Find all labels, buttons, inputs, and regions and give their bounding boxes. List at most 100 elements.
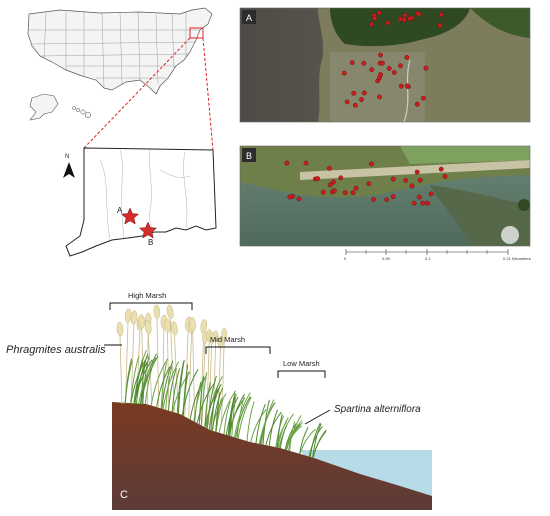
grass-blade bbox=[156, 366, 171, 408]
hawaii bbox=[72, 106, 92, 119]
grass-blade bbox=[227, 394, 236, 436]
sample-point bbox=[376, 10, 382, 16]
grass-blade bbox=[130, 360, 146, 405]
grass-blade bbox=[308, 426, 323, 457]
site-a-label: A bbox=[117, 206, 123, 215]
grass-blade bbox=[268, 409, 278, 446]
sample-point bbox=[386, 66, 392, 71]
sample-point bbox=[385, 20, 391, 26]
grass-blade bbox=[279, 424, 288, 449]
sample-point bbox=[349, 60, 355, 65]
sample-point bbox=[407, 16, 413, 22]
sample-point bbox=[411, 200, 417, 206]
sample-point bbox=[331, 188, 337, 194]
sample-point bbox=[402, 12, 408, 18]
marsh-patch-a bbox=[330, 52, 425, 122]
bracket-low-marsh bbox=[277, 370, 326, 378]
grass-blade bbox=[299, 426, 309, 454]
label-spartina: Spartina alterniflora bbox=[334, 404, 421, 415]
north-arrow: N bbox=[63, 154, 75, 178]
sample-point bbox=[338, 175, 344, 181]
grass-blade bbox=[215, 392, 221, 432]
scale-tick-0: 0 bbox=[344, 256, 347, 261]
grass-blade bbox=[140, 355, 159, 405]
reed-stem bbox=[169, 315, 175, 413]
sample-points-b bbox=[284, 160, 448, 206]
state-borders bbox=[30, 11, 200, 89]
soil-profile bbox=[112, 402, 432, 510]
sample-point bbox=[284, 160, 290, 166]
bracket-high-marsh bbox=[109, 302, 193, 310]
sample-point bbox=[361, 60, 367, 66]
sample-point bbox=[369, 161, 374, 167]
sample-point bbox=[425, 200, 430, 206]
sample-point bbox=[341, 70, 347, 76]
sample-point bbox=[344, 99, 350, 105]
grass-blade bbox=[236, 396, 245, 439]
sample-point bbox=[351, 90, 357, 96]
sample-point bbox=[421, 95, 426, 101]
sample-point bbox=[361, 90, 367, 96]
sample-point bbox=[377, 94, 382, 100]
sample-point bbox=[409, 183, 415, 189]
grass-blade bbox=[258, 401, 276, 444]
site-b-label: B bbox=[148, 238, 153, 247]
reed-plume bbox=[130, 310, 138, 325]
sample-point bbox=[417, 177, 423, 183]
grass-blade bbox=[134, 359, 143, 405]
sample-point bbox=[359, 97, 364, 102]
connecticut-map: N A B bbox=[63, 147, 217, 257]
grass-blade bbox=[196, 381, 216, 424]
us-map bbox=[27, 7, 213, 121]
sample-point bbox=[423, 65, 429, 71]
forest-edge-a bbox=[470, 8, 530, 38]
sample-point bbox=[416, 11, 422, 17]
label-phragmites: Phragmites australis bbox=[6, 344, 106, 356]
reed-stem bbox=[192, 328, 196, 419]
ct-outline bbox=[65, 147, 217, 257]
sample-point bbox=[296, 196, 302, 202]
sample-point bbox=[428, 191, 434, 197]
grass-blade bbox=[246, 401, 255, 442]
tree-b bbox=[518, 199, 530, 211]
grass-blade bbox=[200, 372, 208, 426]
reed-stem bbox=[205, 339, 210, 426]
grass-blade bbox=[182, 364, 189, 416]
pointer-spartina bbox=[304, 409, 331, 425]
grass-blade bbox=[210, 385, 219, 431]
scale-bar: 0 0.05 0.1 0.21 Kilometers bbox=[344, 249, 531, 261]
grass-blade bbox=[231, 393, 237, 437]
grass-blade bbox=[177, 359, 185, 414]
grass-blade bbox=[265, 411, 282, 446]
building-b bbox=[501, 226, 519, 244]
sample-point bbox=[384, 197, 390, 203]
inset-a-label: A bbox=[246, 13, 252, 23]
reed-plume bbox=[221, 327, 228, 341]
field-b bbox=[400, 146, 530, 164]
grass-blade bbox=[312, 423, 322, 458]
callout-line-right bbox=[202, 37, 214, 151]
sample-points-a bbox=[341, 10, 444, 108]
forest-area-a bbox=[330, 8, 470, 47]
reed-stem bbox=[220, 338, 225, 426]
sample-point bbox=[398, 63, 403, 69]
reed-stem bbox=[188, 330, 193, 417]
sample-point bbox=[420, 200, 426, 206]
grass-blade bbox=[204, 384, 222, 428]
reed-plume bbox=[116, 321, 124, 337]
inset-a: A bbox=[239, 7, 531, 123]
reed-plume bbox=[138, 314, 145, 329]
conus-outline bbox=[27, 7, 213, 95]
sample-point bbox=[437, 23, 443, 28]
reed-plume bbox=[200, 319, 208, 334]
reed-plume bbox=[212, 330, 219, 343]
grass-blade bbox=[206, 375, 217, 429]
reed-stem bbox=[119, 333, 123, 405]
reed-plume bbox=[189, 317, 196, 332]
reed-stem bbox=[156, 315, 160, 408]
sample-point bbox=[331, 179, 336, 185]
creek-a bbox=[403, 59, 411, 123]
sample-point bbox=[372, 15, 378, 21]
reed-plume bbox=[166, 304, 174, 319]
